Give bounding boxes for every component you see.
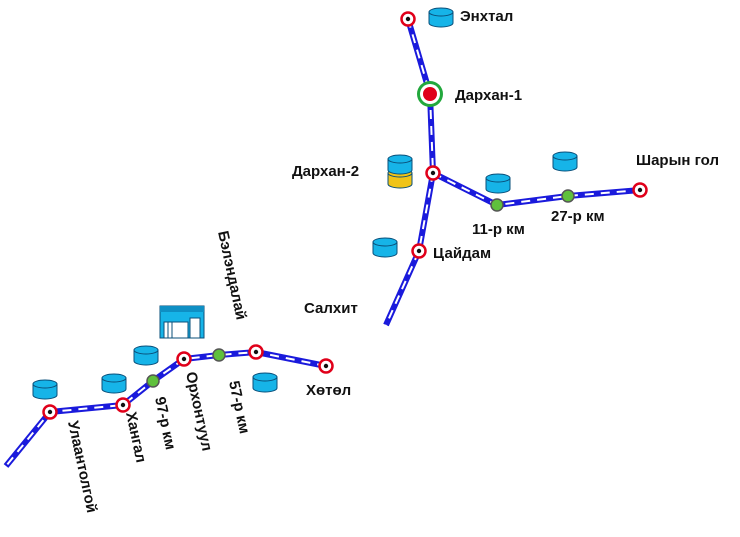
- label-ulaantolgoi: Улаантолгой: [64, 419, 100, 514]
- station-khangal-icon[interactable]: [115, 397, 131, 413]
- station-ulaantolgoi-icon[interactable]: [42, 404, 58, 420]
- tank-enkhtal-icon: [428, 7, 454, 28]
- tank-near-khotol-icon: [252, 372, 278, 393]
- label-orkhontuul: Орхонтуул: [182, 370, 215, 452]
- label-km97: 97-р км: [151, 395, 179, 451]
- tank-khangal-icon: [101, 373, 127, 394]
- oil-tanks: [32, 7, 578, 400]
- station-tsaidam-icon[interactable]: [411, 243, 427, 259]
- tank-near-km27-icon: [552, 151, 578, 172]
- label-darkhan2: Дархан-2: [292, 163, 359, 180]
- tank-darkhan2-icon: [387, 154, 413, 189]
- tank-tsaidam-icon: [372, 237, 398, 258]
- tank-ulaantolgoi-icon: [32, 379, 58, 400]
- station-junction-darkhan2-icon[interactable]: [425, 165, 441, 181]
- label-khangal: Хангал: [122, 410, 149, 464]
- label-enkhtal: Энхтал: [460, 8, 513, 25]
- depot-building-icon: [159, 305, 205, 339]
- label-tsaidam: Цайдам: [433, 245, 491, 262]
- station-enkhtal-icon[interactable]: [400, 11, 416, 27]
- station-belendalai-icon[interactable]: [248, 344, 264, 360]
- rail-darkhan1-junction-dash: [429, 93, 434, 174]
- station-orkhontuul-icon[interactable]: [176, 351, 192, 367]
- station-markers: [42, 11, 648, 420]
- rail-enkhtal-darkhan1-dash: [407, 18, 431, 95]
- station-km97-junction-icon[interactable]: [146, 374, 160, 388]
- label-darkhan1: Дархан-1: [455, 87, 522, 104]
- station-km57-junction-icon[interactable]: [212, 348, 226, 362]
- label-belendalai: Бэлэндалай: [214, 229, 249, 321]
- label-km57: 57-р км: [225, 379, 253, 435]
- station-km11-junction-icon[interactable]: [490, 198, 504, 212]
- station-km27-junction-icon[interactable]: [561, 189, 575, 203]
- label-salkhit: Салхит: [304, 300, 358, 317]
- station-sharyn-gol-icon[interactable]: [632, 182, 648, 198]
- main-station-darkhan1-icon[interactable]: [417, 81, 443, 107]
- label-km11: 11-р км: [472, 221, 525, 238]
- rail-khotol-ulaantolgoi-dash: [5, 350, 327, 467]
- station-khotol-icon[interactable]: [318, 358, 334, 374]
- rail-junction-salkhit-dash: [385, 172, 434, 326]
- label-sharyn-gol: Шарын гол: [636, 152, 719, 169]
- label-km27: 27-р км: [551, 208, 605, 225]
- rail-junction-sharyn-dash: [432, 172, 641, 207]
- label-khotol: Хөтөл: [306, 382, 351, 399]
- tank-near-orkhontuul-icon: [133, 345, 159, 366]
- tank-near-km11-icon: [485, 173, 511, 194]
